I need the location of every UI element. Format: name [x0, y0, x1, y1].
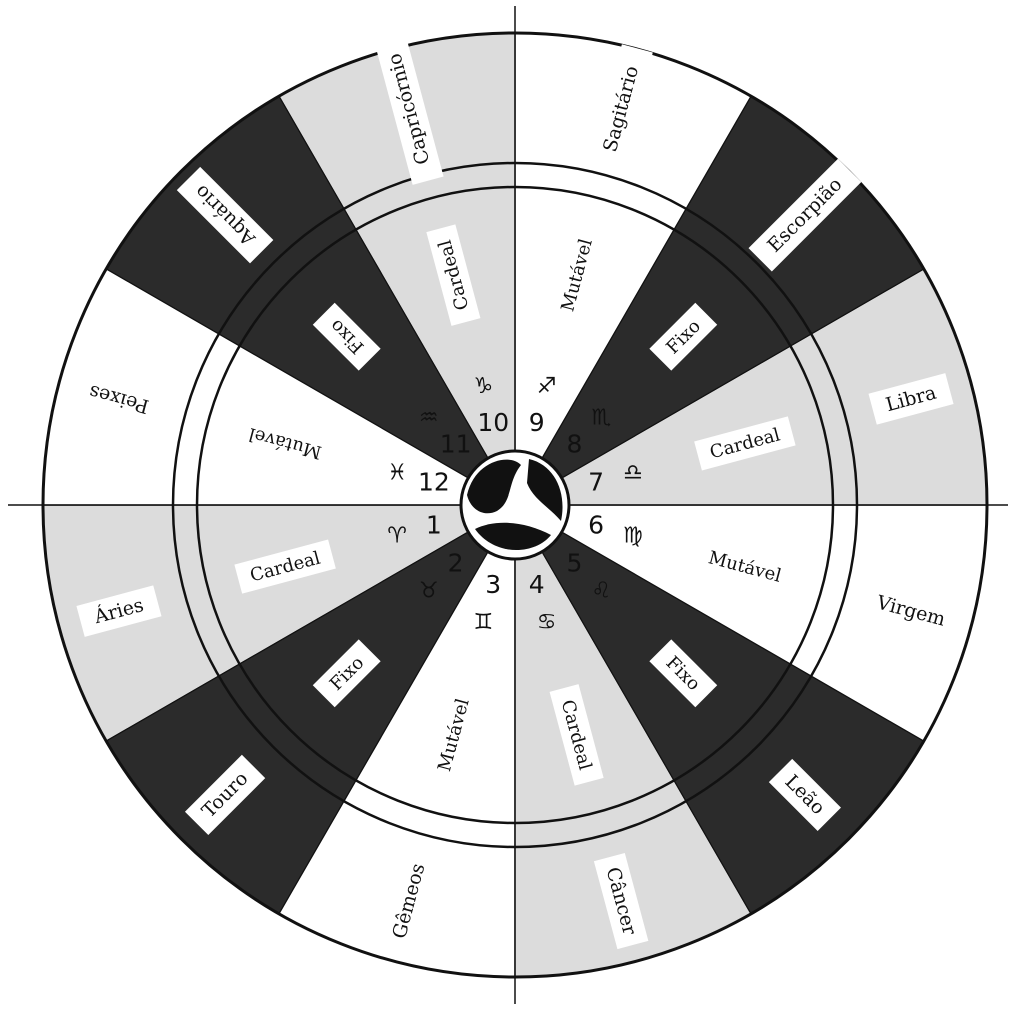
- aries-glyph-icon: ♈: [387, 524, 407, 549]
- house-number-3: 3: [485, 570, 501, 599]
- sagitario-glyph-icon: ♐: [537, 374, 557, 399]
- cancer-glyph-icon: ♋: [537, 610, 557, 635]
- house-number-4: 4: [529, 570, 545, 599]
- libra-glyph-icon: ♎: [623, 460, 643, 485]
- peixes-glyph-icon: ♓: [387, 460, 407, 485]
- leao-glyph-icon: ♌: [591, 578, 611, 603]
- house-number-11: 11: [440, 430, 472, 459]
- house-number-10: 10: [477, 408, 509, 437]
- house-number-2: 2: [448, 548, 464, 577]
- house-number-6: 6: [588, 511, 604, 540]
- house-number-12: 12: [418, 467, 450, 496]
- house-number-1: 1: [426, 511, 442, 540]
- escorpiao-glyph-icon: ♏: [591, 406, 611, 431]
- house-number-5: 5: [566, 548, 582, 577]
- aquario-glyph-icon: ♒: [419, 406, 439, 431]
- center-emblem: [461, 451, 569, 559]
- house-number-7: 7: [588, 467, 604, 496]
- house-number-8: 8: [566, 430, 582, 459]
- gemeos-glyph-icon: ♊: [474, 610, 494, 635]
- house-number-9: 9: [529, 408, 545, 437]
- virgem-glyph-icon: ♍: [623, 524, 643, 549]
- touro-glyph-icon: ♉: [419, 578, 439, 603]
- capricornio-glyph-icon: ♑: [474, 374, 494, 399]
